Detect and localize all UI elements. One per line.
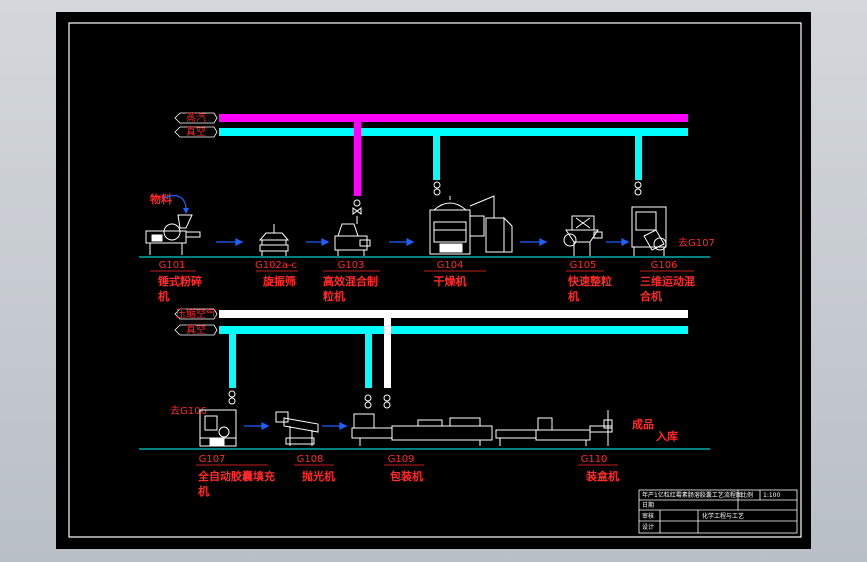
station-labels-top: G101 锤式粉碎 机 G102a-c 旋振筛 G103 高效混合制 粒机 G1…	[150, 260, 695, 303]
title-block-school: 化学工程与工艺	[702, 512, 744, 520]
station-name: 合机	[640, 289, 662, 303]
title-block-review: 审核	[642, 512, 654, 520]
air-drop-g109	[384, 318, 391, 388]
valve-icon	[433, 181, 441, 196]
title-block-design: 设计	[642, 523, 654, 531]
station-id: G110	[581, 454, 608, 465]
title-block-scale-label: 比例	[741, 491, 753, 499]
title-block-date: 日期	[642, 501, 654, 509]
drawing-border	[68, 22, 802, 538]
granulator-equipment	[334, 216, 371, 256]
steam-tag-shape	[174, 112, 218, 124]
station-name: 机	[198, 484, 209, 498]
valve-icon	[228, 390, 236, 405]
station-id: G104	[437, 260, 464, 271]
valve-icon	[352, 199, 362, 215]
title-block-title: 年产1亿粒红霉素肠溶胶囊工艺流程图	[642, 491, 742, 499]
dryer-equipment	[429, 195, 513, 255]
station-labels-bottom: G107 全自动胶囊填充 机 G108 抛光机 G109 包装机 G110 装盒…	[196, 454, 619, 498]
feed-arrow	[163, 195, 187, 211]
vacuum-label-lower: 真空	[186, 323, 206, 336]
capsule-filler-equipment	[199, 409, 237, 447]
station-name: 全自动胶囊填充	[197, 469, 275, 483]
polisher-equipment	[275, 411, 319, 446]
vibrating-sieve-equipment	[258, 224, 290, 256]
upper-pipe-group: 蒸汽 真空	[174, 111, 688, 215]
air-label: 压缩空气	[176, 307, 216, 320]
steam-pipe	[219, 114, 688, 122]
air-pipe	[219, 310, 688, 318]
storage-label: 入库	[656, 429, 678, 443]
materials-label-1: 物料	[150, 192, 172, 206]
hammer-mill-equipment	[145, 214, 201, 255]
station-id: G108	[297, 454, 324, 465]
air-tag-shape	[174, 308, 218, 320]
station-id: G105	[570, 260, 597, 271]
flow-arrows-bottom	[244, 422, 348, 430]
station-name: 包装机	[389, 469, 423, 483]
title-block-scale-value: 1:100	[763, 492, 780, 499]
from-prev-stage-label: 去G106	[170, 405, 207, 417]
station-name: 装盒机	[585, 469, 619, 483]
station-name: 机	[158, 289, 169, 303]
station-name: 旋振筛	[262, 274, 296, 288]
lower-pipe-group: 压缩空气 真空	[174, 307, 688, 409]
station-name: 三维运动混	[640, 274, 695, 288]
steam-label: 蒸汽	[186, 111, 206, 124]
product-label: 成品	[632, 417, 654, 431]
station-name: 机	[568, 289, 579, 303]
station-name: 高效混合制	[323, 274, 378, 288]
vacuum-drop-g109	[365, 334, 372, 388]
steam-drop-g103	[354, 122, 361, 196]
vacuum-drop-g104	[433, 136, 440, 180]
vacuum-tag-shape	[174, 126, 218, 138]
vacuum-label-upper: 真空	[186, 125, 206, 138]
cartoner-equipment	[495, 410, 613, 446]
vacuum-tag-shape-lower	[174, 324, 218, 336]
valve-icon	[364, 394, 372, 409]
title-block	[638, 489, 798, 534]
station-id: G107	[199, 454, 226, 465]
vacuum-drop-g106	[635, 136, 642, 180]
station-name: 干燥机	[434, 274, 467, 288]
to-next-stage-label: 去G107	[678, 237, 715, 249]
station-name: 粒机	[323, 289, 345, 303]
vacuum-drop-g107	[229, 334, 236, 388]
station-id: G106	[651, 260, 678, 271]
station-name: 抛光机	[302, 469, 335, 483]
vacuum-pipe-lower	[219, 326, 688, 334]
flow-arrows-top	[216, 238, 630, 246]
station-name: 快速整粒	[567, 274, 612, 288]
packaging-line-equipment	[351, 413, 493, 446]
station-id: G103	[338, 260, 365, 271]
station-id: G101	[159, 260, 186, 271]
arrowhead-icon	[183, 208, 189, 214]
drawing-sheet	[56, 12, 811, 549]
vacuum-pipe-upper	[219, 128, 688, 136]
3d-mixer-equipment	[631, 206, 667, 256]
station-id: G102a-c	[255, 260, 297, 271]
sizer-equipment	[563, 215, 603, 256]
valve-icon	[383, 394, 391, 409]
station-name: 锤式粉碎	[158, 274, 202, 288]
station-id: G109	[388, 454, 415, 465]
valve-icon	[634, 181, 642, 196]
